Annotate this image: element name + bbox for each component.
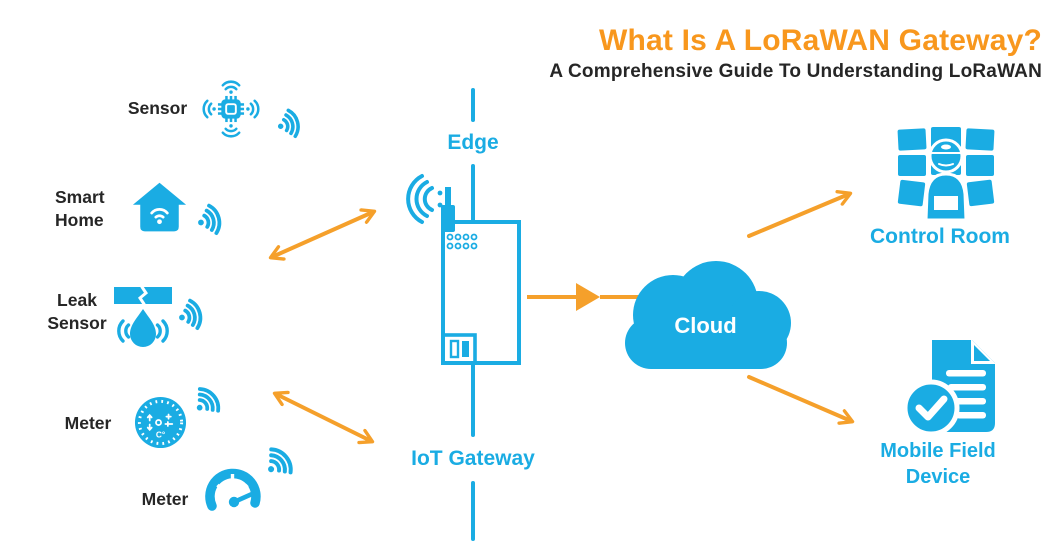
mobile-field-device-icon <box>902 339 996 437</box>
device-label-smart-home: Smart Home <box>55 187 105 231</box>
device-label-meter-dial: Meter <box>64 413 112 433</box>
uplink-arrow-sensors-to-gateway <box>268 208 377 261</box>
leak-sensor-icon <box>114 285 172 347</box>
wifi-signal-icon <box>185 374 236 425</box>
page-title: What Is A LoRaWAN Gateway? <box>598 24 1042 57</box>
svg-text:C°: C° <box>156 430 165 440</box>
header: What Is A LoRaWAN Gateway? A Comprehensi… <box>420 24 1042 83</box>
gateway-vertical-line-segment <box>471 88 475 122</box>
cloud-label: Cloud <box>674 313 737 338</box>
wireless-sensor-chip-icon <box>202 80 260 138</box>
device-label-meter-speedometer: Meter <box>141 489 189 509</box>
arrow-gateway-to-cloud <box>527 283 643 311</box>
gateway-vertical-line-segment <box>471 164 475 222</box>
arrow-cloud-to-mobile-device <box>747 375 855 425</box>
device-label-sensor: Sensor <box>127 98 188 118</box>
cloud-icon <box>625 261 791 369</box>
gateway-vertical-line-segment <box>471 481 475 541</box>
edge-label: Edge <box>447 131 499 154</box>
arrow-cloud-to-control-room <box>747 190 853 238</box>
control-room-icon <box>897 127 995 222</box>
wifi-signal-icon <box>272 102 314 144</box>
gateway-vertical-line-segment <box>471 363 475 437</box>
uplink-arrow-meters-to-gateway <box>272 390 375 445</box>
wifi-signal-icon <box>192 197 236 241</box>
smart-home-icon <box>132 182 187 232</box>
iot-gateway-device-icon <box>406 174 521 365</box>
wifi-signal-icon <box>173 292 217 336</box>
dial-meter-icon: C° <box>134 396 187 449</box>
iot-gateway-label: IoT Gateway <box>411 447 535 470</box>
control-room-label: Control Room <box>870 225 1010 248</box>
speedometer-icon <box>205 468 261 511</box>
mobile-field-device-label: Mobile Field Device <box>880 440 996 488</box>
page-subtitle: A Comprehensive Guide To Understanding L… <box>549 61 1042 82</box>
device-label-leak-sensor: Leak Sensor <box>47 290 107 334</box>
